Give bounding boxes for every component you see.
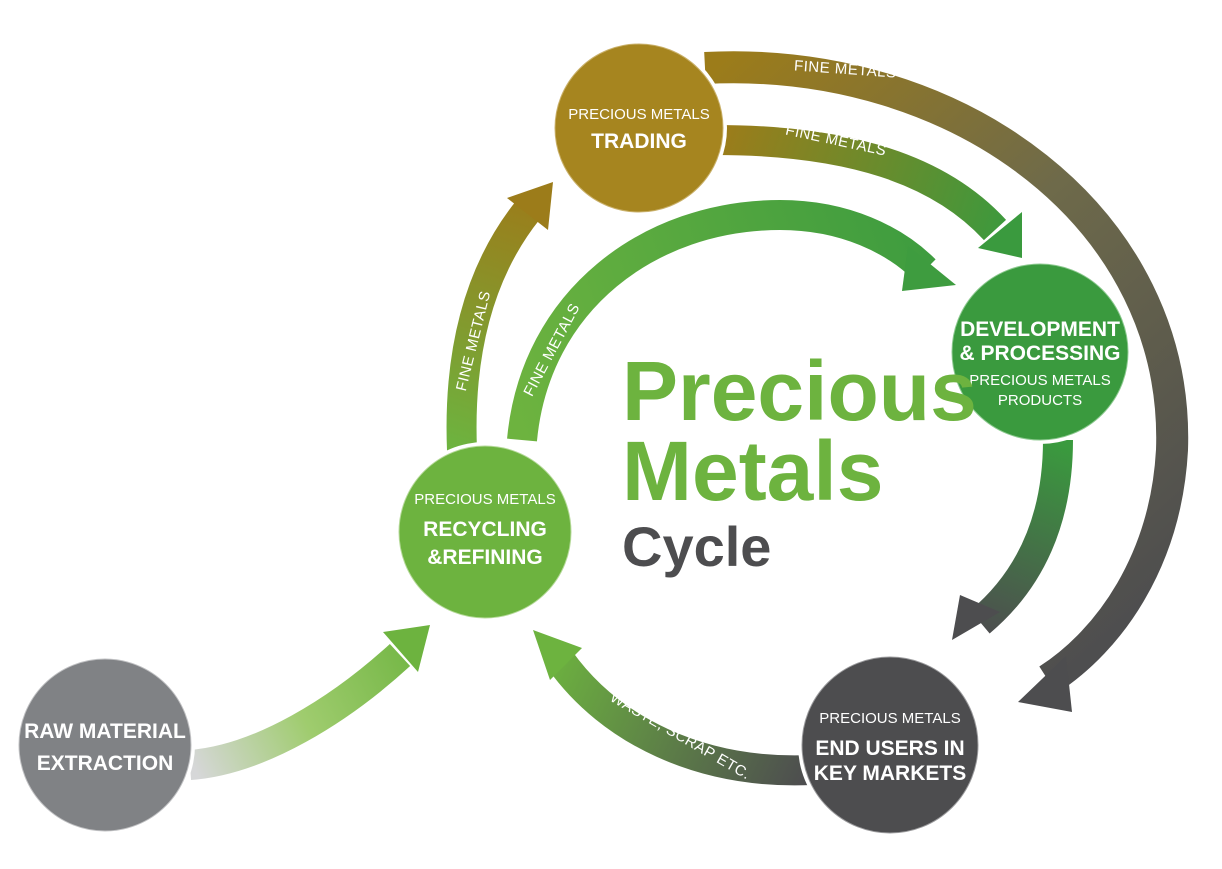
recycling-small-label: PRECIOUS METALS <box>414 491 555 508</box>
end-users-small-label: PRECIOUS METALS <box>819 710 960 727</box>
node-recycling: PRECIOUS METALS RECYCLING &REFINING <box>395 442 575 622</box>
title-line-3: Cycle <box>622 515 771 578</box>
end-users-bold-label-2: KEY MARKETS <box>814 762 966 785</box>
recycling-bold-label-1: RECYCLING <box>423 518 547 541</box>
development-small-label-1: PRECIOUS METALS <box>969 372 1110 389</box>
title-line-1: Precious <box>622 344 977 438</box>
arrowhead-recycling-to-trading <box>507 182 553 230</box>
end-users-bold-label-1: END USERS IN <box>815 737 964 760</box>
node-development: DEVELOPMENT & PROCESSING PRECIOUS METALS… <box>948 260 1132 444</box>
node-raw-material: RAW MATERIAL EXTRACTION <box>15 655 195 835</box>
raw-bold-label-1: RAW MATERIAL <box>24 720 186 743</box>
arrow-trading-to-end-users <box>704 51 1189 694</box>
development-small-label-2: PRODUCTS <box>998 392 1082 409</box>
node-trading: PRECIOUS METALS TRADING <box>551 40 727 216</box>
title-line-2: Metals <box>622 424 883 518</box>
trading-bold-label: TRADING <box>591 130 687 153</box>
node-end-users: PRECIOUS METALS END USERS IN KEY MARKETS <box>798 653 982 837</box>
development-bold-label-1: DEVELOPMENT <box>960 318 1120 341</box>
arrow-development-to-end-users <box>970 439 1073 634</box>
trading-small-label: PRECIOUS METALS <box>568 106 709 123</box>
raw-bold-label-2: EXTRACTION <box>37 752 174 775</box>
arrowhead-recycling-to-development <box>902 246 956 291</box>
arrow-waste-to-recycling <box>547 651 813 786</box>
arrowhead-development-to-end-users <box>952 595 1000 640</box>
arrowhead-trading-to-development <box>978 212 1022 258</box>
recycling-bold-label-2: &REFINING <box>427 546 543 569</box>
arrow-recycling-to-development <box>507 199 936 442</box>
arrowhead-trading-to-end-users <box>1018 656 1072 712</box>
arrow-raw-to-recycling <box>188 643 411 780</box>
arrow-recycling-to-trading <box>446 200 540 451</box>
arrowhead-raw-to-recycling <box>383 625 430 672</box>
arrow-trading-to-development <box>714 125 1007 241</box>
development-bold-label-2: & PROCESSING <box>959 342 1120 365</box>
arrowhead-waste-to-recycling <box>533 630 582 680</box>
